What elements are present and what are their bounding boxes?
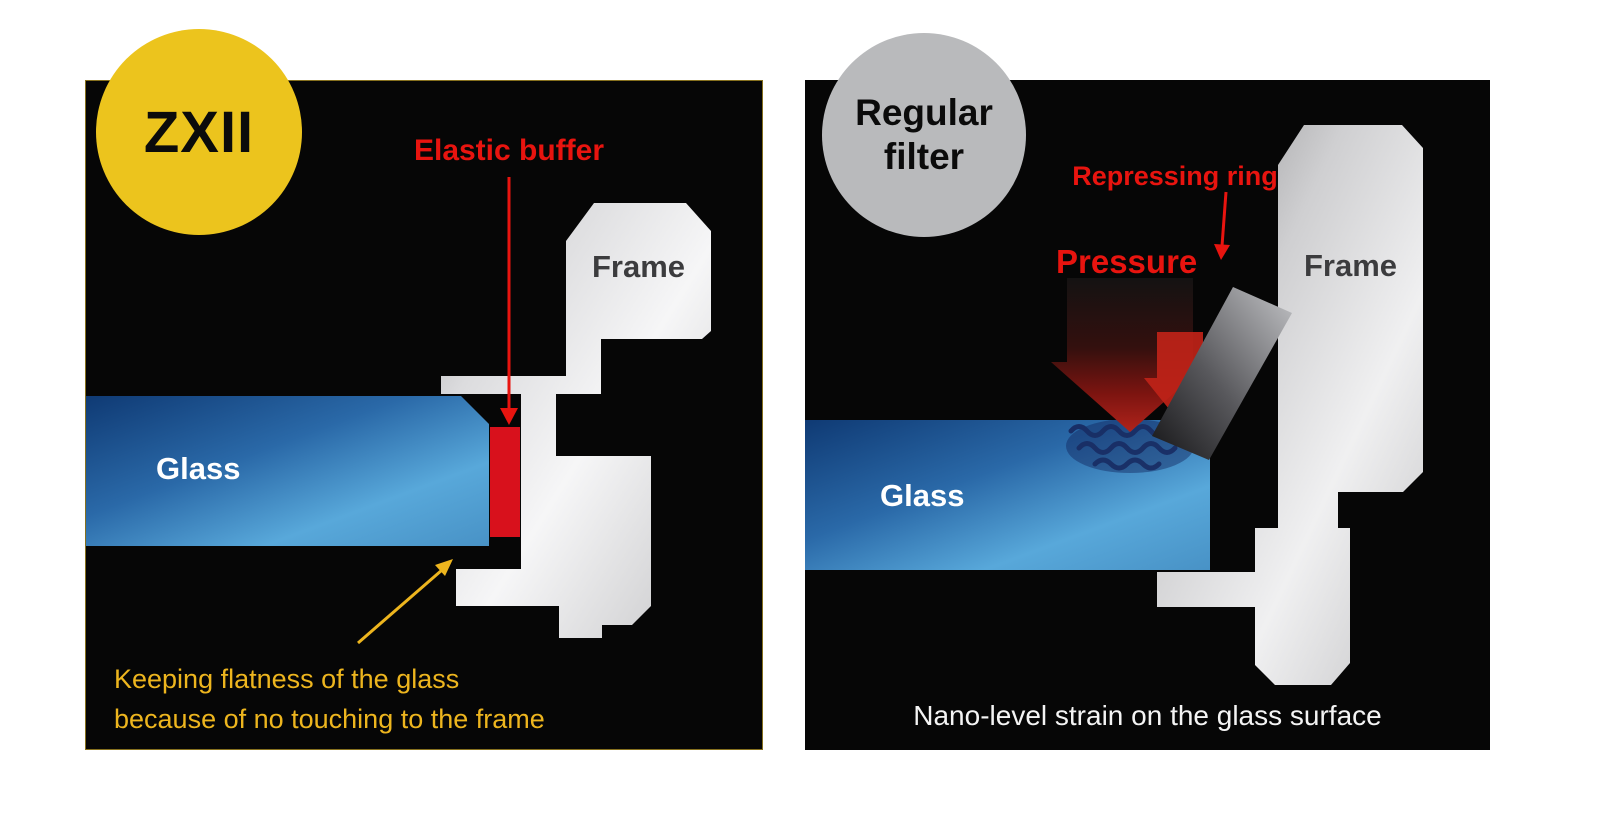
elastic-buffer-arrow bbox=[500, 177, 518, 425]
regular-filter-badge-line1: Regular bbox=[855, 92, 993, 134]
regular-filter-badge-line2: filter bbox=[883, 136, 965, 177]
pressure-label: Pressure bbox=[1056, 243, 1198, 280]
glass-label: Glass bbox=[880, 478, 965, 513]
glass-shape bbox=[805, 420, 1210, 570]
frame-label: Frame bbox=[1303, 248, 1398, 283]
zxii-panel: Elastic buffer Frame Glass Keeping flatn… bbox=[85, 80, 763, 750]
regular-filter-badge: Regular filter bbox=[822, 33, 1026, 237]
nano-strain-caption: Nano-level strain on the glass surface bbox=[913, 700, 1382, 731]
flatness-caption-line1: Keeping flatness of the glass bbox=[114, 664, 460, 694]
frame-shape bbox=[441, 203, 711, 638]
zxii-badge-label: ZXII bbox=[143, 99, 255, 165]
repressing-ring-label: Repressing ring bbox=[1072, 161, 1278, 191]
flatness-arrow bbox=[357, 559, 453, 645]
flatness-caption: Keeping flatness of the glass because of… bbox=[114, 659, 545, 739]
frame-label: Frame bbox=[591, 249, 686, 284]
repressing-ring-arrow bbox=[1214, 191, 1230, 260]
regular-filter-diagram bbox=[805, 125, 1423, 685]
regular-filter-badge-label: Regular filter bbox=[855, 91, 993, 178]
zxii-badge: ZXII bbox=[96, 29, 302, 235]
frame-shape bbox=[1157, 125, 1423, 685]
zxii-diagram bbox=[86, 177, 711, 645]
glass-label: Glass bbox=[156, 451, 241, 486]
repressing-ring-shape bbox=[1152, 287, 1292, 460]
glass-shape bbox=[86, 396, 489, 546]
elastic-buffer-label: Elastic buffer bbox=[413, 134, 605, 167]
flatness-caption-line2: because of no touching to the frame bbox=[114, 704, 545, 734]
elastic-buffer-shape bbox=[490, 427, 520, 537]
